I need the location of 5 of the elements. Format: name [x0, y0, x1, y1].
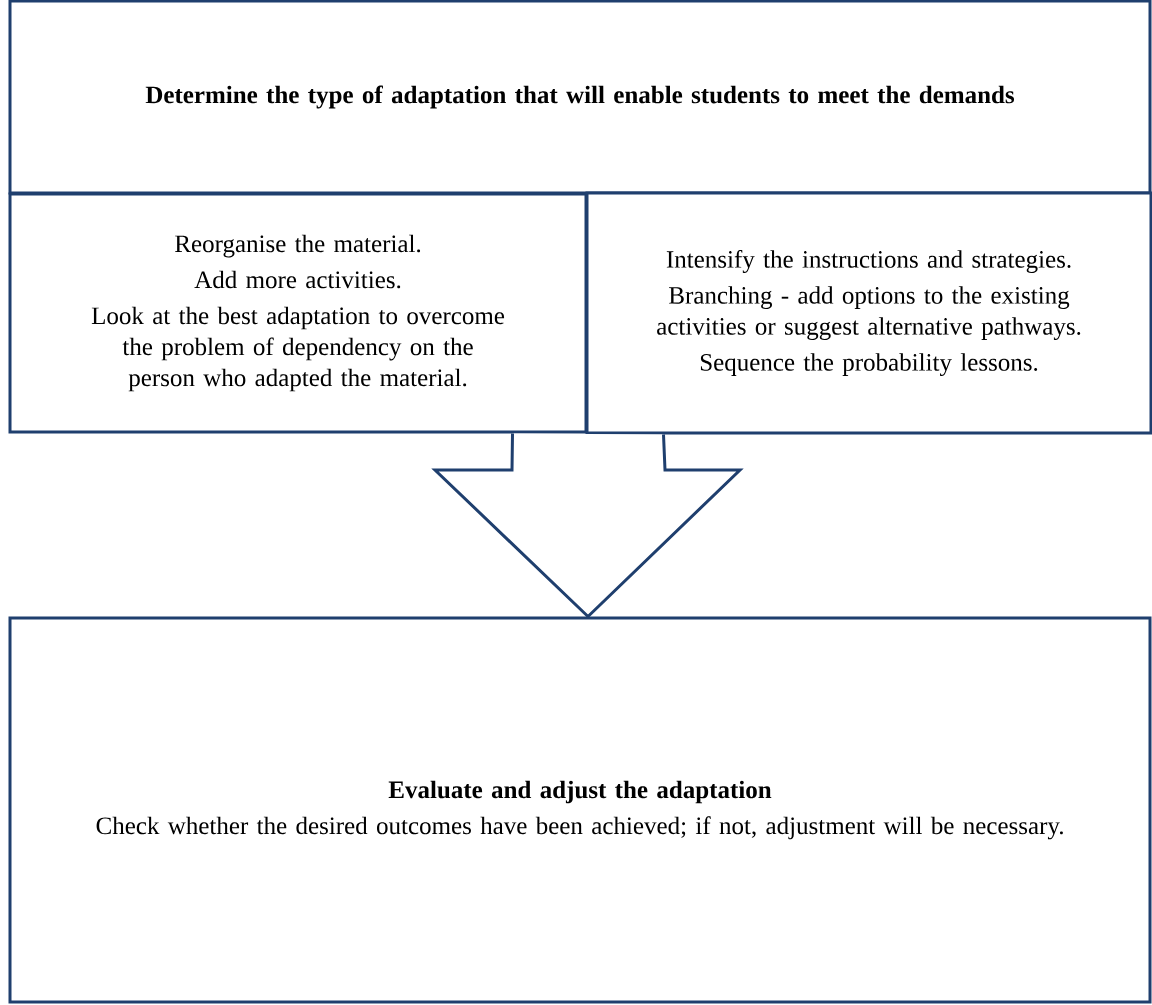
- process-box: Determine the type of adaptation that will enable students to meet the demands: [8, 0, 1152, 195]
- process-box: Intensify the instructions and strategies. Branching - add options to the existing activities or suggest alternative pathways. Sequence the probability lessons.: [585, 191, 1152, 435]
- block-arrow: [431, 432, 744, 619]
- process-box: Reorganise the material. Add more activities. Look at the best adaptation to overcome the problem of dependency on the person who adapted the material.: [8, 192, 588, 434]
- process-box: Evaluate and adjust the adaptation Check whether the desired outcomes have been achieved; if not, adjustment will be necessary.: [8, 616, 1152, 1004]
